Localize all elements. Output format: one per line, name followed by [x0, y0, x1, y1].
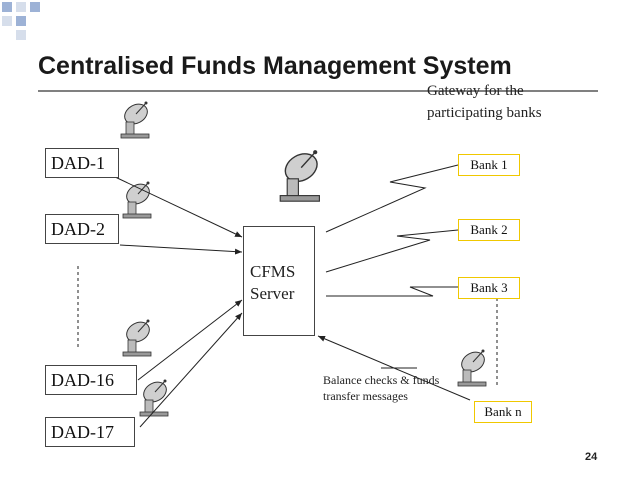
server-label-line1: CFMS: [250, 262, 296, 281]
dad-1-box: DAD-1: [45, 148, 119, 178]
server-bank3-link: [326, 286, 458, 297]
satellite-dish-icon: [122, 317, 154, 357]
bank-1-box: Bank 1: [458, 154, 520, 176]
server-bank1-link: [325, 164, 459, 233]
page-number: 24: [585, 451, 598, 463]
title-divider: [38, 90, 598, 92]
gateway-label: Gateway for the participating banks: [427, 83, 542, 121]
satellite-dish-icon: [279, 147, 323, 202]
dad-17-box: DAD-17: [45, 417, 135, 447]
balance-checks-note: Balance checks & funds transfer messages: [323, 373, 440, 403]
server-bank2-link: [325, 229, 459, 273]
bank-n-box: Bank n: [474, 401, 532, 423]
dad2-to-server-arrow: [119, 244, 243, 255]
cfms-server-box: CFMS Server: [243, 226, 315, 336]
dad-2-box: DAD-2: [45, 214, 119, 244]
satellite-dish-icon: [457, 347, 489, 387]
dad1-to-server-arrow: [112, 175, 243, 238]
dad16-to-server-arrow: [137, 299, 243, 381]
bank-2-box: Bank 2: [458, 219, 520, 241]
bank-3-box: Bank 3: [458, 277, 520, 299]
satellite-dish-icon: [120, 99, 152, 139]
dad-16-box: DAD-16: [45, 365, 137, 395]
satellite-dish-icon: [122, 179, 154, 219]
server-label-line2: Server: [250, 284, 295, 303]
dad17-to-server-arrow: [139, 312, 243, 428]
corner-squares-decoration: [2, 2, 40, 40]
slide-title: Centralised Funds Management System: [38, 52, 512, 80]
